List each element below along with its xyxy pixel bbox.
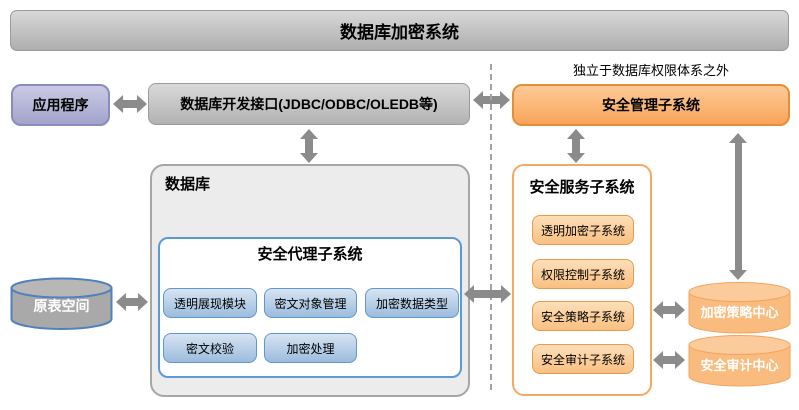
module-encrypted-data-type: 加密数据类型 [365, 288, 459, 318]
arrow-management-policy-center [729, 133, 747, 280]
cylinder-icon [10, 277, 113, 330]
subsystem-transparent-encryption: 透明加密子系统 [532, 215, 634, 245]
security-management-subsystem-box: 安全管理子系统 [512, 84, 790, 126]
arrow-head-icon [113, 95, 123, 113]
arrow-interface-database [300, 129, 318, 163]
management-note: 独立于数据库权限体系之外 [572, 63, 729, 78]
dashed-separator-line [490, 64, 492, 390]
arrow-head-icon [116, 293, 126, 311]
security-service-title: 安全服务子系统 [529, 179, 635, 196]
subsystem-security-policy: 安全策略子系统 [532, 301, 634, 331]
arrow-head-icon [137, 95, 147, 113]
arrow-head-icon [675, 301, 685, 319]
security-audit-center-label: 安全审计中心 [700, 358, 779, 373]
subsystem-security-audit: 安全审计子系统 [532, 344, 634, 374]
arrow-head-icon [300, 129, 318, 139]
arrow-head-icon [729, 133, 747, 143]
arrow-database-service [464, 284, 511, 304]
security-agent-title: 安全代理子系统 [257, 246, 363, 263]
arrow-service-audit-center [653, 351, 685, 369]
arrow-head-icon [473, 91, 483, 109]
arrow-head-icon [501, 285, 511, 303]
module-ciphertext-verification: 密文校验 [163, 333, 257, 363]
module-transparent-display: 透明展现模块 [163, 288, 257, 318]
arrow-head-icon [500, 91, 510, 109]
cylinder-icon [688, 335, 791, 387]
arrow-head-icon [300, 153, 318, 163]
arrow-head-icon [729, 270, 747, 280]
application-label: 应用程序 [32, 97, 89, 113]
module-ciphertext-object-management: 密文对象管理 [264, 288, 357, 318]
system-title-banner: 数据库加密系统 [10, 10, 789, 51]
arrow-tablespace-database [116, 293, 148, 311]
cylinder-icon [688, 282, 791, 334]
arrow-head-icon [567, 129, 585, 139]
db-dev-interface-label: 数据库开发接口(JDBC/ODBC/OLEDB等) [180, 96, 438, 112]
application-box: 应用程序 [11, 84, 110, 126]
arrow-head-icon [653, 301, 663, 319]
arrow-head-icon [653, 351, 663, 369]
security-audit-center-cylinder: 安全审计中心 [688, 335, 791, 387]
arrow-head-icon [567, 153, 585, 163]
origin-tablespace-cylinder: 原表空间 [10, 277, 113, 331]
arrow-head-icon [675, 351, 685, 369]
encryption-policy-center-cylinder: 加密策略中心 [688, 282, 791, 334]
module-encryption-processing: 加密处理 [264, 333, 357, 363]
arrow-head-icon [464, 285, 474, 303]
security-management-label: 安全管理子系统 [602, 97, 700, 113]
system-title: 数据库加密系统 [340, 23, 459, 42]
database-label: 数据库 [165, 176, 211, 193]
arrow-app-interface [113, 95, 147, 113]
arrow-service-policy-center [653, 301, 685, 319]
subsystem-access-control: 权限控制子系统 [532, 259, 634, 289]
origin-tablespace-label: 原表空间 [33, 298, 90, 314]
db-dev-interface-box: 数据库开发接口(JDBC/ODBC/OLEDB等) [148, 83, 470, 125]
arrow-management-service [567, 129, 585, 163]
arrow-head-icon [138, 293, 148, 311]
encryption-policy-center-label: 加密策略中心 [700, 305, 779, 320]
